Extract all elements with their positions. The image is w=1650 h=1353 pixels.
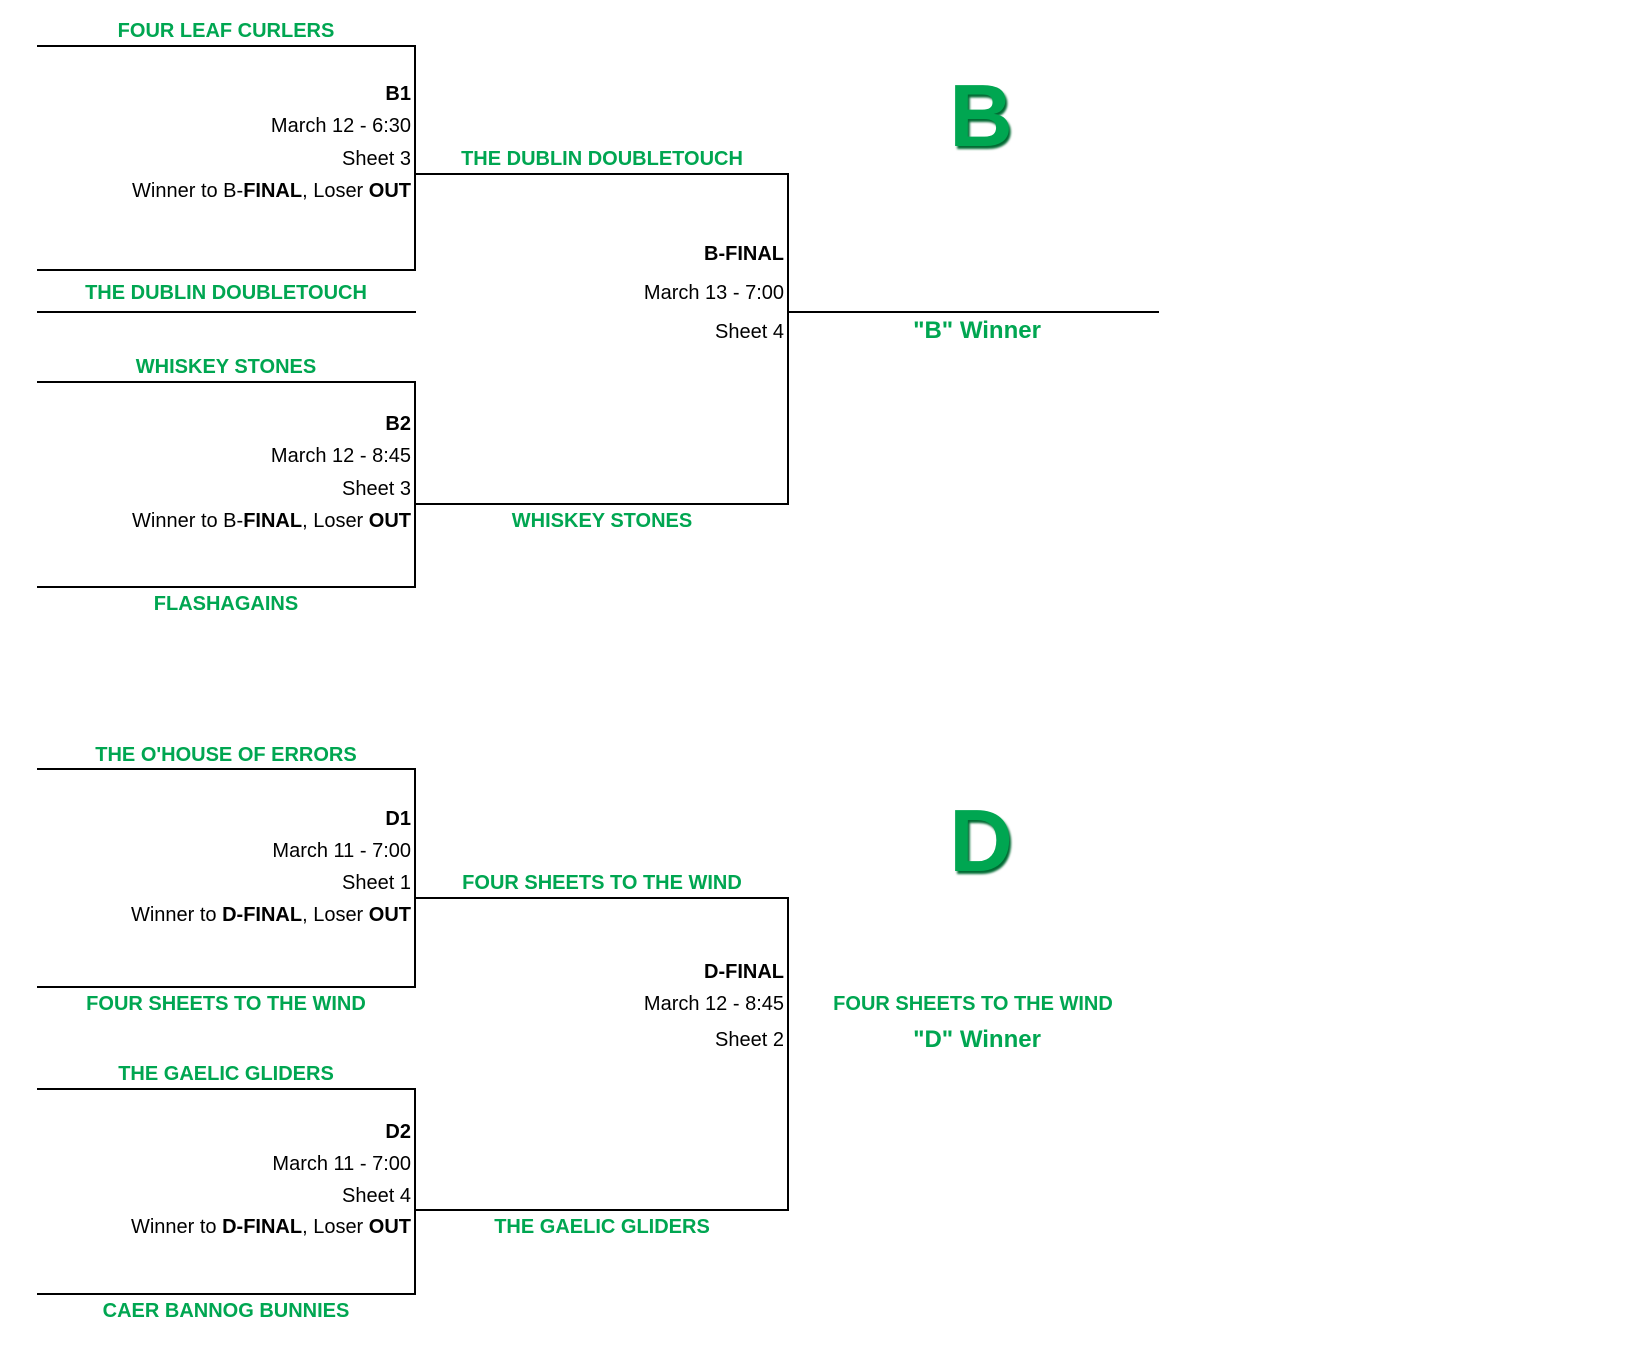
game-id: B2 — [385, 413, 411, 435]
note-text: Winner to — [130, 1216, 223, 1238]
bracket-line — [787, 173, 789, 505]
note-text: , Loser — [302, 904, 369, 926]
note-final: FINAL — [243, 510, 303, 532]
note-final: D-FINAL — [222, 1216, 303, 1238]
note-out: OUT — [368, 180, 411, 202]
note-out: OUT — [368, 1216, 411, 1238]
advancing-team: THE DUBLIN DOUBLETOUCH — [461, 148, 743, 170]
bracket-line — [37, 1293, 416, 1295]
game-date: March 11 - 7:00 — [272, 1153, 411, 1175]
final-date: March 13 - 7:00 — [643, 282, 784, 304]
note-out: OUT — [368, 904, 411, 926]
bracket-line — [37, 45, 416, 47]
advancing-team: WHISKEY STONES — [511, 510, 693, 532]
note-text: , Loser — [302, 1216, 369, 1238]
bracket-letter-d: D — [949, 791, 1013, 890]
bracket-line — [414, 768, 416, 988]
note-text: , Loser — [302, 180, 369, 202]
bracket-line — [414, 1209, 789, 1211]
game-note: Winner to B-FINAL, Loser OUT — [132, 509, 411, 533]
bracket-line — [37, 381, 416, 383]
bracket-line — [37, 1088, 416, 1090]
winner-label: "B" Winner — [913, 317, 1041, 344]
note-text: Winner to — [130, 904, 223, 926]
team-name: CAER BANNOG BUNNIES — [102, 1300, 350, 1322]
note-text: Winner to B- — [132, 510, 244, 532]
bracket-line — [787, 897, 789, 1211]
advancing-team: FOUR SHEETS TO THE WIND — [462, 872, 742, 894]
game-note: Winner to D-FINAL, Loser OUT — [131, 903, 411, 927]
team-name: FLASHAGAINS — [153, 593, 299, 615]
final-id: D-FINAL — [704, 961, 784, 983]
bracket-line — [37, 311, 416, 313]
team-name: THE DUBLIN DOUBLETOUCH — [85, 282, 367, 304]
game-date: March 12 - 6:30 — [270, 115, 411, 137]
team-name: FOUR SHEETS TO THE WIND — [86, 993, 366, 1015]
game-date: March 12 - 8:45 — [270, 445, 411, 467]
winner-label: "D" Winner — [913, 1026, 1041, 1053]
advancing-team: THE GAELIC GLIDERS — [494, 1216, 710, 1238]
bracket-line — [414, 45, 416, 271]
note-text: , Loser — [302, 510, 369, 532]
bracket-line — [787, 311, 1159, 313]
game-note: Winner to B-FINAL, Loser OUT — [132, 179, 411, 203]
game-id: D2 — [385, 1121, 411, 1143]
note-text: Winner to B- — [132, 180, 244, 202]
bracket-line — [414, 897, 789, 899]
team-name: WHISKEY STONES — [135, 356, 317, 378]
team-name: FOUR LEAF CURLERS — [117, 20, 335, 42]
final-winner-team: FOUR SHEETS TO THE WIND — [833, 993, 1113, 1015]
bracket-line — [37, 768, 416, 770]
game-id: B1 — [385, 83, 411, 105]
game-note: Winner to D-FINAL, Loser OUT — [131, 1215, 411, 1239]
team-name: THE GAELIC GLIDERS — [118, 1063, 334, 1085]
bracket-line — [414, 1088, 416, 1295]
final-id: B-FINAL — [704, 243, 784, 265]
bracket-line — [37, 986, 416, 988]
note-final: FINAL — [243, 180, 303, 202]
game-sheet: Sheet 3 — [342, 148, 411, 170]
bracket-line — [414, 381, 416, 588]
game-date: March 11 - 7:00 — [272, 840, 411, 862]
bracket-line — [414, 173, 789, 175]
game-sheet: Sheet 1 — [342, 872, 411, 894]
team-name: THE O'HOUSE OF ERRORS — [95, 744, 357, 766]
game-sheet: Sheet 4 — [342, 1185, 411, 1207]
final-sheet: Sheet 4 — [715, 321, 784, 343]
bracket-line — [414, 503, 789, 505]
note-final: D-FINAL — [222, 904, 303, 926]
final-sheet: Sheet 2 — [715, 1029, 784, 1051]
bracket-line — [37, 586, 416, 588]
bracket-line — [37, 269, 416, 271]
note-out: OUT — [368, 510, 411, 532]
final-date: March 12 - 8:45 — [643, 993, 784, 1015]
game-id: D1 — [385, 808, 411, 830]
bracket-letter-b: B — [949, 66, 1013, 165]
game-sheet: Sheet 3 — [342, 478, 411, 500]
